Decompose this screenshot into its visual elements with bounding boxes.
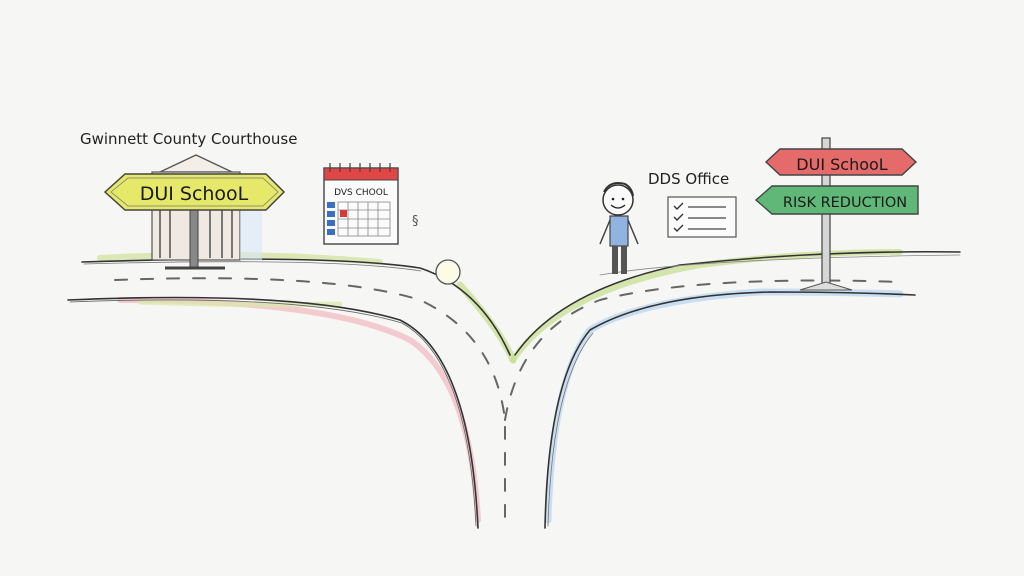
svg-text:RISK REDUCTION: RISK REDUCTION <box>783 195 907 211</box>
courthouse-label: Gwinnett County Courthouse <box>80 130 298 148</box>
svg-text:DVS CHOOL: DVS CHOOL <box>334 188 388 198</box>
calendar-icon: DVS CHOOL § <box>323 163 419 245</box>
courthouse-building <box>151 154 262 270</box>
svg-text:DUI SchooL: DUI SchooL <box>796 155 888 174</box>
courthouse-dui-school-sign: DUI SchooL <box>103 173 286 211</box>
sign-risk-reduction: RISK REDUCTION <box>754 185 919 215</box>
ball <box>435 259 461 285</box>
svg-text:DUI SchooL: DUI SchooL <box>140 183 249 205</box>
dds-office-label: DDS Office <box>648 170 730 188</box>
svg-text:§: § <box>412 214 419 229</box>
road-fork <box>67 249 961 529</box>
signpost: DUI SchooL RISK REDUCTION <box>754 137 919 291</box>
sign-dui-school-right: DUI SchooL <box>764 148 918 176</box>
checklist-icon <box>667 196 737 238</box>
person-figure <box>599 182 639 274</box>
